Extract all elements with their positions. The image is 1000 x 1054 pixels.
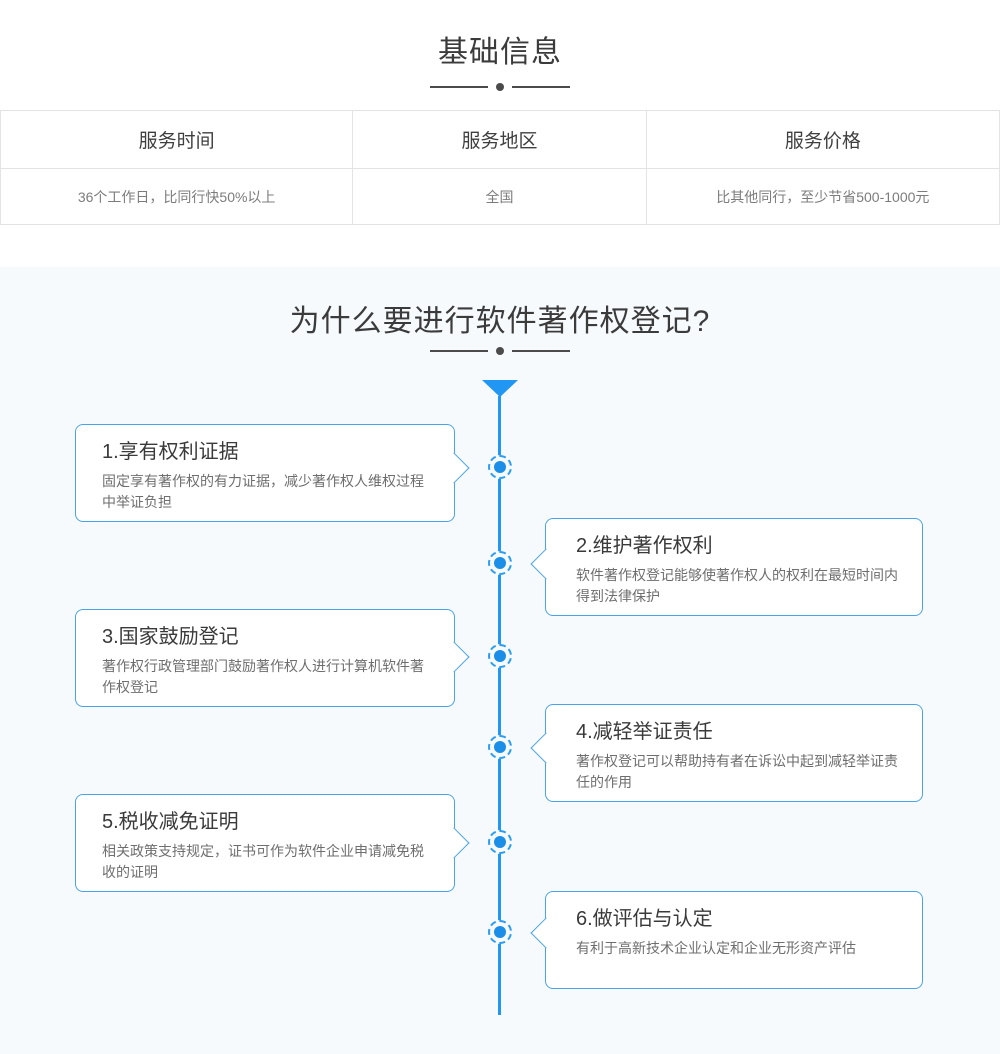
table-value-service-area: 全国 xyxy=(353,169,647,224)
timeline-node-6 xyxy=(488,920,512,944)
table-value-row: 36个工作日，比同行快50%以上 全国 比其他同行，至少节省500-1000元 xyxy=(1,169,999,224)
card-description: 软件著作权登记能够使著作权人的权利在最短时间内得到法律保护 xyxy=(576,567,898,604)
timeline-card-6: 6.做评估与认定 有利于高新技术企业认定和企业无形资产评估 xyxy=(530,891,923,989)
divider-line xyxy=(512,86,570,88)
card-description: 有利于高新技术企业认定和企业无形资产评估 xyxy=(576,940,856,956)
card-description: 著作权行政管理部门鼓励著作权人进行计算机软件著作权登记 xyxy=(102,658,424,695)
table-header-service-price: 服务价格 xyxy=(784,131,861,152)
card-title: 2.维护著作权利 xyxy=(576,535,713,557)
timeline-card-5: 5.税收减免证明 相关政策支持规定，证书可作为软件企业申请减免税收的证明 xyxy=(75,794,470,892)
card-arrow-icon xyxy=(438,641,470,673)
timeline-start-arrow-icon xyxy=(482,380,518,397)
timeline-card-2: 2.维护著作权利 软件著作权登记能够使著作权人的权利在最短时间内得到法律保护 xyxy=(530,518,923,616)
card-description: 相关政策支持规定，证书可作为软件企业申请减免税收的证明 xyxy=(102,843,424,880)
timeline-card-4: 4.减轻举证责任 著作权登记可以帮助持有者在诉讼中起到减轻举证责任的作用 xyxy=(530,704,923,802)
card-arrow-icon xyxy=(530,548,562,580)
service-info-table: 服务时间 服务地区 服务价格 36个工作日，比同行快50%以上 全国 比其他同行… xyxy=(0,110,1000,225)
timeline-card-3: 3.国家鼓励登记 著作权行政管理部门鼓励著作权人进行计算机软件著作权登记 xyxy=(75,609,470,707)
timeline-node-2 xyxy=(488,551,512,575)
why-section-title: 为什么要进行软件著作权登记? xyxy=(289,305,711,338)
timeline-card-1: 1.享有权利证据 固定享有著作权的有力证据，减少著作权人维权过程中举证负担 xyxy=(75,424,470,522)
card-description: 固定享有著作权的有力证据，减少著作权人维权过程中举证负担 xyxy=(102,473,424,510)
table-header-service-time: 服务时间 xyxy=(1,111,354,168)
timeline-node-4 xyxy=(488,735,512,759)
title-divider xyxy=(0,347,1000,355)
card-arrow-icon xyxy=(530,917,562,949)
why-register-section: 为什么要进行软件著作权登记? 1.享有权利证据 固定享有著作权的有力证据，减少著… xyxy=(0,267,1000,1054)
table-value-service-price: 比其他同行，至少节省500-1000元 xyxy=(716,188,930,205)
card-title: 1.享有权利证据 xyxy=(102,441,239,463)
timeline-node-5 xyxy=(488,830,512,854)
divider-dot-icon xyxy=(496,83,504,91)
table-header-service-area: 服务地区 xyxy=(353,111,647,168)
divider-line xyxy=(430,350,488,352)
card-arrow-icon xyxy=(438,827,470,859)
timeline-node-3 xyxy=(488,644,512,668)
basic-info-section: 基础信息 服务时间 服务地区 服务价格 36个工作日，比同行快50%以上 全国 … xyxy=(0,0,1000,225)
card-title: 3.国家鼓励登记 xyxy=(102,626,239,648)
table-header-row: 服务时间 服务地区 服务价格 xyxy=(1,111,999,169)
table-value-service-time: 36个工作日，比同行快50%以上 xyxy=(1,169,354,224)
card-arrow-icon xyxy=(530,732,562,764)
timeline-node-1 xyxy=(488,455,512,479)
divider-line xyxy=(430,86,488,88)
card-description: 著作权登记可以帮助持有者在诉讼中起到减轻举证责任的作用 xyxy=(576,753,898,790)
divider-dot-icon xyxy=(496,347,504,355)
card-title: 5.税收减免证明 xyxy=(102,811,239,833)
title-divider xyxy=(0,83,1000,91)
page-title: 基础信息 xyxy=(438,36,562,69)
card-arrow-icon xyxy=(438,452,470,484)
card-title: 6.做评估与认定 xyxy=(576,908,713,930)
divider-line xyxy=(512,350,570,352)
card-title: 4.减轻举证责任 xyxy=(576,721,713,743)
timeline-line xyxy=(498,396,501,1015)
